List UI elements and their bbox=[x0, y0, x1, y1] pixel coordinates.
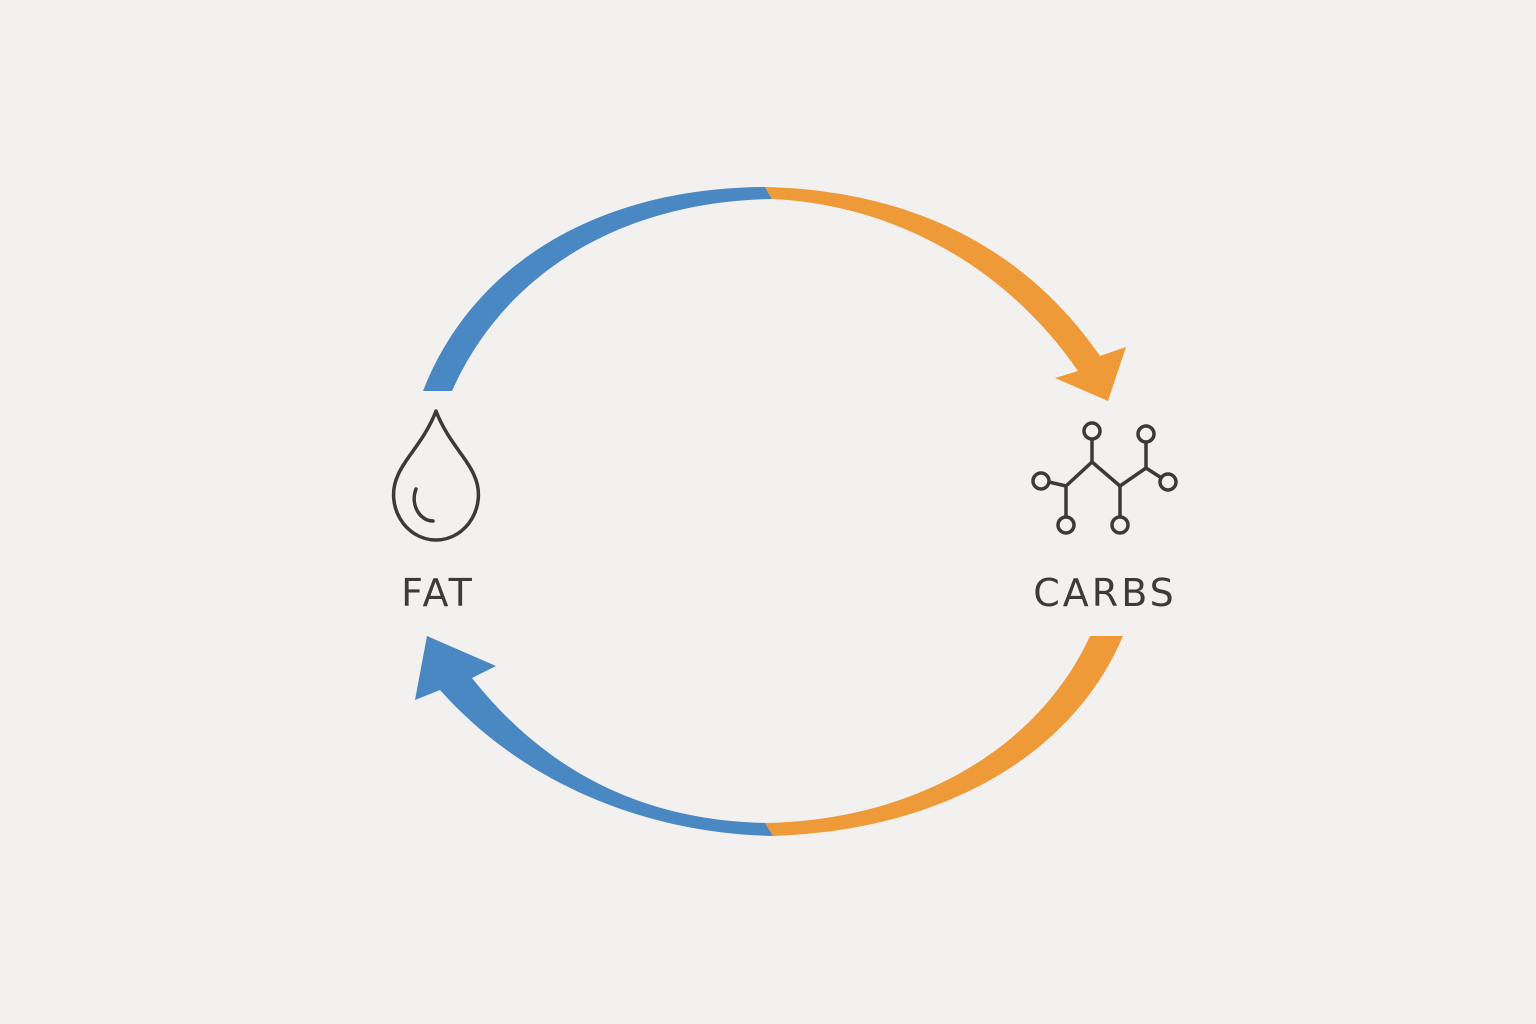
bottom-to-fat-arc bbox=[415, 636, 773, 836]
fat-to-top-arc bbox=[423, 187, 772, 391]
fat-label: FAT bbox=[401, 571, 475, 615]
top-to-carbs-arc bbox=[765, 187, 1126, 401]
droplet-icon bbox=[391, 409, 481, 542]
carbs-label: CARBS bbox=[1033, 571, 1176, 615]
molecule-icon bbox=[1031, 421, 1178, 535]
carbs-to-bottom-arc bbox=[765, 636, 1123, 836]
